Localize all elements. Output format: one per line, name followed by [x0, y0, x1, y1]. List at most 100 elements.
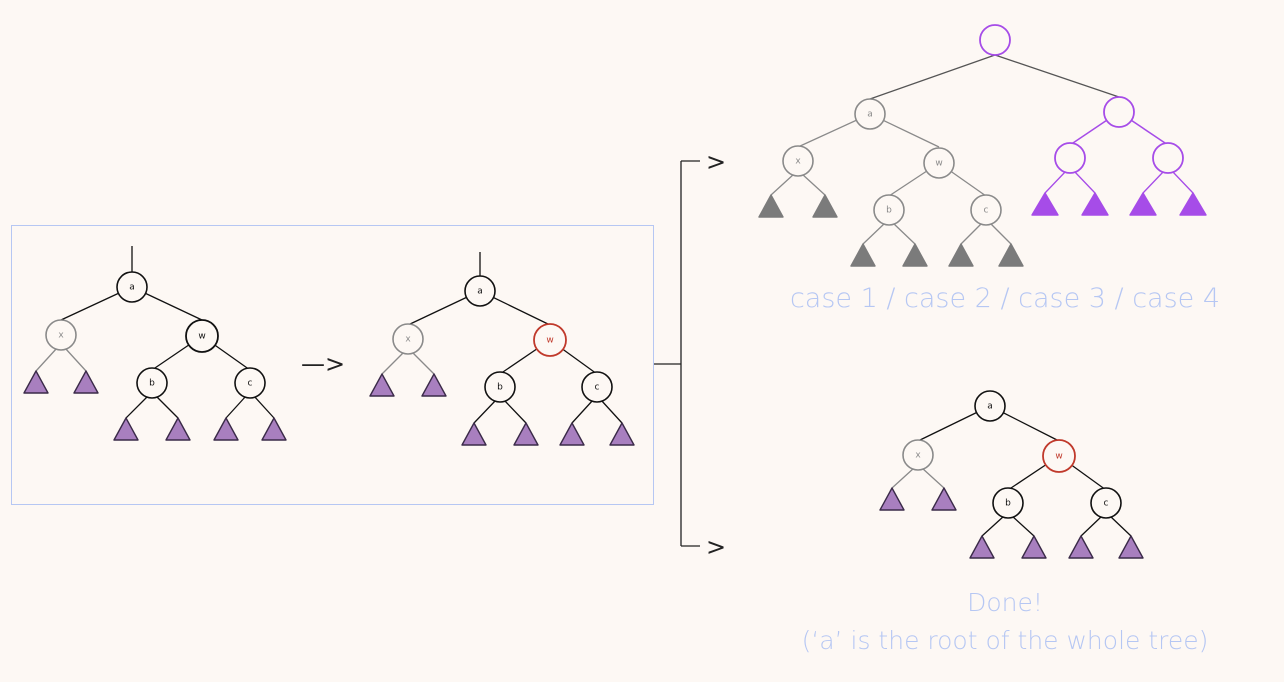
tree4-x-edge-right — [921, 467, 945, 489]
tree1-x-edge-left — [35, 347, 58, 372]
tree3-edge-root-right — [994, 54, 1120, 98]
tree1-c-edge-right — [253, 395, 275, 419]
tree4-x-triangle-right — [931, 487, 957, 511]
tree4-node-w-label: w — [1055, 452, 1062, 462]
tree4-node-a-circle — [974, 390, 1006, 422]
tree4-node-b-circle — [992, 487, 1024, 519]
tree4-x-triangle-left — [879, 487, 905, 511]
tree3-node-pl-circle — [1054, 142, 1086, 174]
tree4-c-edge-right — [1109, 515, 1132, 537]
tree4-b-triangle-right — [1021, 535, 1047, 559]
tree4-node-a-label: a — [987, 402, 993, 412]
tree3-node-pr-circle — [1152, 142, 1184, 174]
tree3-node-x-circle — [782, 145, 814, 177]
tree3-x-triangle-right — [812, 194, 838, 218]
tree3-b-triangle-left — [850, 243, 876, 267]
tree3-node-root-circle — [979, 24, 1011, 56]
tree3-b-edge-right — [892, 222, 916, 245]
tree4-node-b-label: b — [1005, 499, 1011, 509]
tree2-node-w-label: w — [546, 336, 553, 346]
tree1-node-w-circle — [185, 319, 219, 353]
tree2-x-edge-right — [411, 351, 435, 375]
done-caption: Done! (‘a’ is the root of the whole tree… — [740, 584, 1270, 660]
tree2-c-triangle-right — [609, 422, 635, 446]
tree2-c-edge-right — [600, 399, 623, 424]
tree4-b-edge-right — [1011, 515, 1035, 537]
tree2-node-a-circle — [464, 275, 496, 307]
tree3-node-c-circle — [970, 194, 1002, 226]
tree3-pl-triangle-right — [1081, 192, 1109, 216]
tree3-node-right-circle — [1103, 96, 1135, 128]
tree3-pr-edge-right — [1171, 170, 1194, 194]
tree3-node-a-label: a — [867, 110, 873, 120]
tree1-x-triangle-right — [73, 370, 99, 394]
tree2-b-triangle-left — [461, 422, 487, 446]
tree3-node-a-circle — [854, 98, 886, 130]
tree1-node-a-label: a — [129, 283, 135, 293]
tree3-c-edge-right — [989, 222, 1012, 245]
tree3-pl-edge-left — [1044, 170, 1067, 194]
tree3-c-triangle-left — [948, 243, 974, 267]
tree3-b-edge-left — [862, 222, 886, 245]
tree1-b-triangle-left — [113, 417, 139, 441]
tree3-pr-triangle-right — [1179, 192, 1207, 216]
tree2-node-w-circle — [533, 323, 567, 357]
tree3-node-x-label: x — [795, 157, 801, 167]
tree4-node-c-label: c — [1104, 499, 1109, 509]
transform-arrow: —> — [301, 350, 345, 378]
tree1-b-edge-left — [125, 395, 149, 419]
tree2-node-x-label: x — [405, 335, 411, 345]
tree1-c-triangle-left — [213, 417, 239, 441]
tree2-x-edge-left — [381, 351, 405, 375]
done-caption-line1: Done! — [967, 588, 1043, 617]
tree1-c-triangle-right — [261, 417, 287, 441]
tree3-node-w-circle — [923, 147, 955, 179]
tree2-b-triangle-right — [513, 422, 539, 446]
tree4-node-x-circle — [902, 439, 934, 471]
tree2-node-b-label: b — [497, 383, 503, 393]
cases-caption: case 1 / case 2 / case 3 / case 4 — [789, 283, 1221, 314]
tree2-node-c-circle — [581, 371, 613, 403]
tree3-x-edge-right — [801, 173, 826, 196]
tree4-node-c-circle — [1090, 487, 1122, 519]
tree4-x-edge-left — [891, 467, 915, 489]
tree1-node-a-circle — [116, 271, 148, 303]
tree4-b-edge-left — [981, 515, 1005, 537]
tree1-node-c-label: c — [248, 379, 253, 389]
tree4-c-triangle-right — [1118, 535, 1144, 559]
tree1-b-edge-right — [155, 395, 179, 419]
tree2-node-b-circle — [484, 371, 516, 403]
tree3-pl-triangle-left — [1031, 192, 1059, 216]
tree2-node-c-label: c — [595, 383, 600, 393]
tree1-node-b-circle — [136, 367, 168, 399]
tree3-b-triangle-right — [902, 243, 928, 267]
tree3-pr-edge-left — [1142, 170, 1165, 194]
tree1-node-w-label: w — [198, 332, 205, 342]
tree4-c-edge-left — [1080, 515, 1103, 537]
done-caption-line2: (‘a’ is the root of the whole tree) — [801, 626, 1209, 655]
tree2-b-edge-right — [503, 399, 527, 424]
tree3-node-c-label: c — [984, 206, 989, 216]
tree2-x-triangle-right — [421, 373, 447, 397]
tree3-x-triangle-left — [758, 194, 784, 218]
tree2-node-x-circle — [392, 323, 424, 355]
input-box — [11, 225, 654, 505]
tree2-b-edge-left — [473, 399, 497, 424]
tree2-c-triangle-left — [559, 422, 585, 446]
tree4-node-x-label: x — [915, 451, 921, 461]
tree1-node-x-label: x — [58, 331, 64, 341]
tree4-b-triangle-left — [969, 535, 995, 559]
tree1-x-edge-right — [64, 347, 87, 372]
tree3-edge-root-a — [869, 54, 996, 100]
lower-arrow-head: > — [706, 533, 726, 561]
tree1-c-edge-left — [225, 395, 247, 419]
tree2-c-edge-left — [571, 399, 594, 424]
tree1-node-x-circle — [45, 319, 77, 351]
tree3-c-triangle-right — [998, 243, 1024, 267]
tree2-node-a-label: a — [477, 287, 483, 297]
tree3-pl-edge-right — [1073, 170, 1096, 194]
upper-arrow-head: > — [706, 148, 726, 176]
tree3-node-b-circle — [873, 194, 905, 226]
tree3-node-w-label: w — [935, 159, 942, 169]
